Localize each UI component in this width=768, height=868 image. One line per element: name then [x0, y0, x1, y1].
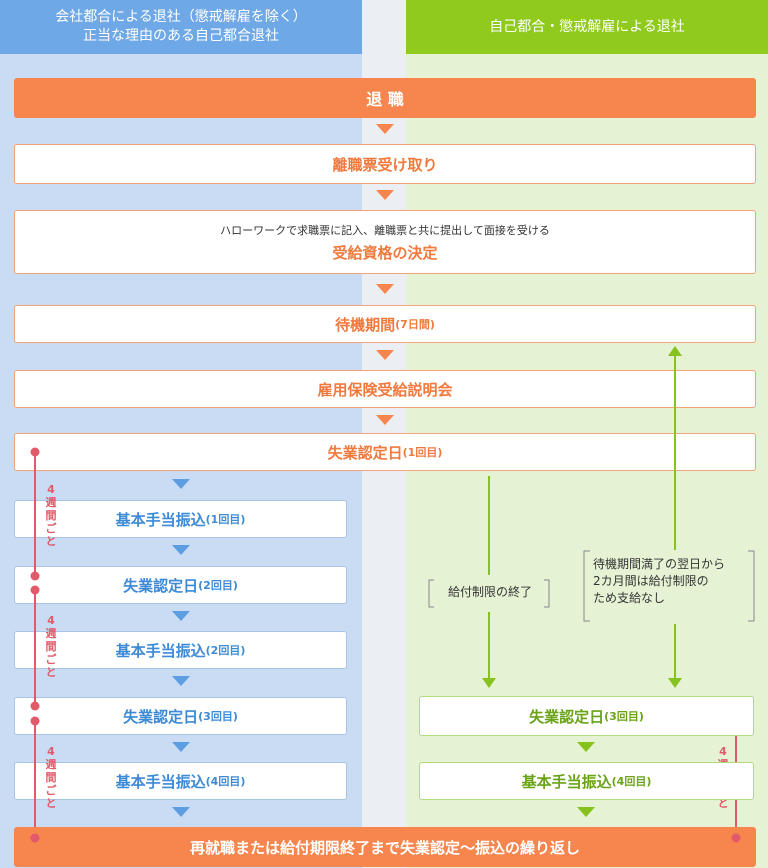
- restriction-end-note: 給付制限の終了: [447, 585, 532, 599]
- interval-dot: [30, 447, 40, 457]
- certification-day-label: 失業認定日: [123, 707, 199, 726]
- note-bracket: [748, 550, 755, 622]
- certification-day-3-box: 失業認定日 (3回目): [14, 697, 347, 735]
- restriction-period-note: 待機期間満了の翌日から 2カ月間は給付制限の ため支給なし: [593, 557, 726, 605]
- seminar-label: 雇用保険受給説明会: [317, 380, 453, 399]
- arrow-down-icon: [577, 742, 595, 752]
- waiting-period-days: (7日間): [395, 318, 435, 331]
- right-column-header: 自己都合・懲戒解雇による退社: [406, 0, 768, 54]
- payment-count: (1回目): [205, 513, 246, 526]
- payment-count: (2回目): [205, 644, 246, 657]
- waiting-period-box: 待機期間 (7日間): [14, 305, 756, 343]
- left-header-line1: 会社都合による退社（懲戒解雇を除く）: [55, 9, 307, 25]
- arrow-down-icon: [376, 124, 394, 134]
- certification-day-count: (3回目): [198, 710, 238, 723]
- payment-label: 基本手当振込: [115, 510, 206, 529]
- certification-day-1-box: 失業認定日 (1回目): [14, 433, 756, 471]
- arrow-up-icon: [668, 346, 682, 356]
- arrow-down-icon: [668, 678, 682, 688]
- arrow-down-icon: [172, 807, 190, 817]
- arrow-down-icon: [172, 545, 190, 555]
- arrow-down-icon: [376, 350, 394, 360]
- right-certification-day-3-box: 失業認定日 (3回目): [419, 696, 754, 736]
- interval-dot: [30, 571, 40, 581]
- waiting-period-label: 待機期間: [335, 315, 396, 334]
- arrow-down-icon: [376, 284, 394, 294]
- certification-day-label: 失業認定日: [123, 576, 199, 595]
- payment-4-box: 基本手当振込 (4回目): [14, 762, 347, 800]
- arrow-down-icon: [172, 479, 190, 489]
- payment-label: 基本手当振込: [115, 772, 206, 791]
- repeat-box: 再就職または給付期限終了まで失業認定〜振込の繰り返し: [14, 827, 756, 867]
- note-bracket: [544, 579, 550, 608]
- payment-label: 基本手当振込: [521, 772, 612, 791]
- payment-1-box: 基本手当振込 (1回目): [14, 500, 347, 538]
- left-header-line2: 正当な理由のある自己都合退社: [83, 28, 279, 44]
- arrow-down-icon: [376, 415, 394, 425]
- certification-day-2-box: 失業認定日 (2回目): [14, 566, 347, 604]
- interval-dot: [30, 716, 40, 726]
- retire-box: 退 職: [14, 78, 756, 118]
- arrow-down-icon: [482, 678, 496, 688]
- arrow-down-icon: [172, 676, 190, 686]
- seminar-box: 雇用保険受給説明会: [14, 370, 756, 408]
- note-bracket: [583, 550, 590, 622]
- arrow-down-icon: [376, 190, 394, 200]
- eligibility-box: ハローワークで求職票に記入、離職票と共に提出して面接を受ける 受給資格の決定: [14, 210, 756, 274]
- arrow-down-icon: [577, 807, 595, 817]
- certification-day-label: 失業認定日: [327, 443, 403, 462]
- note-bracket: [428, 579, 434, 608]
- arrow-down-icon: [172, 611, 190, 621]
- repeat-label: 再就職または給付期限終了まで失業認定〜振込の繰り返し: [189, 838, 580, 857]
- payment-2-box: 基本手当振込 (2回目): [14, 631, 347, 669]
- receive-slip-label: 離職票受け取り: [332, 155, 438, 174]
- certification-day-count: (2回目): [198, 579, 238, 592]
- left-column-header: 会社都合による退社（懲戒解雇を除く） 正当な理由のある自己都合退社: [0, 0, 362, 54]
- payment-label: 基本手当振込: [115, 641, 206, 660]
- receive-slip-box: 離職票受け取り: [14, 144, 756, 184]
- retire-label: 退 職: [366, 90, 404, 109]
- interval-dot: [30, 585, 40, 595]
- right-header-label: 自己都合・懲戒解雇による退社: [489, 18, 685, 35]
- payment-count: (4回目): [611, 775, 652, 788]
- certification-day-count: (1回目): [402, 446, 443, 459]
- right-payment-4-box: 基本手当振込 (4回目): [419, 762, 754, 800]
- arrow-down-icon: [172, 742, 190, 752]
- certification-day-count: (3回目): [604, 710, 644, 723]
- hellowork-note: ハローワークで求職票に記入、離職票と共に提出して面接を受ける: [220, 223, 550, 237]
- certification-day-label: 失業認定日: [529, 707, 605, 726]
- eligibility-label: 受給資格の決定: [332, 243, 438, 262]
- interval-dot: [30, 701, 40, 711]
- payment-count: (4回目): [205, 775, 246, 788]
